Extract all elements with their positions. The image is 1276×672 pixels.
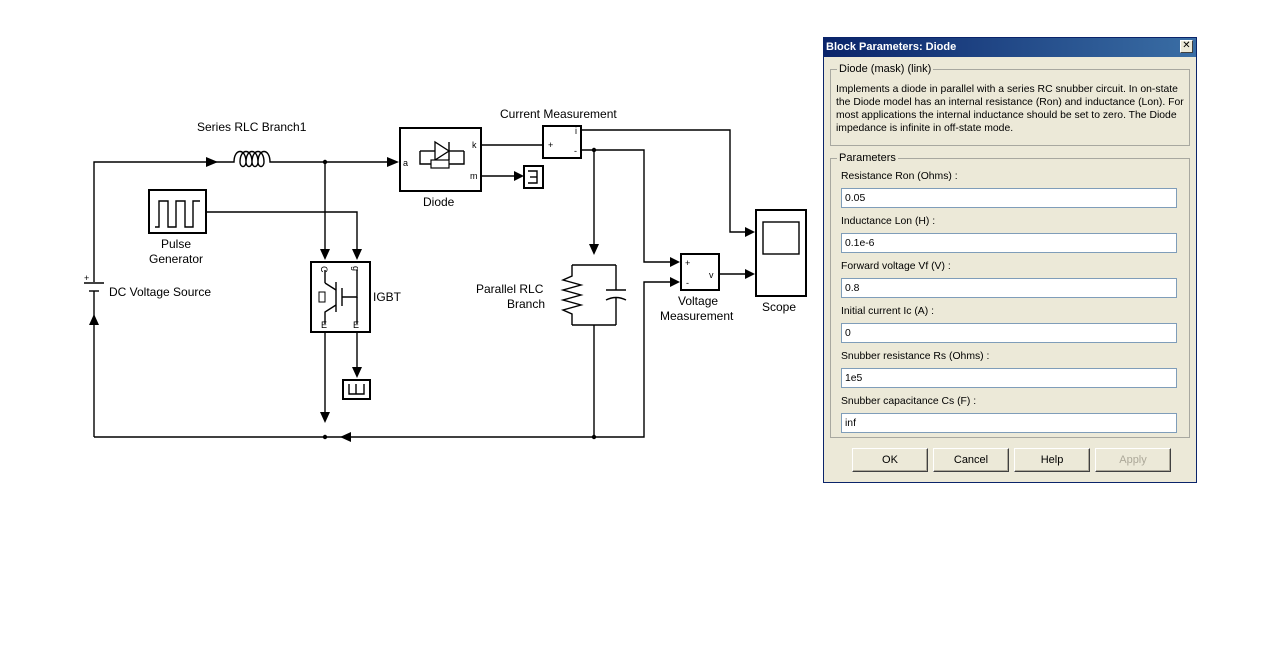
rs-input[interactable] [841, 368, 1177, 388]
diode-m-terminator[interactable] [523, 165, 544, 189]
wires [93, 129, 747, 438]
cancel-button[interactable]: Cancel [933, 448, 1009, 472]
voltage-label-line1: Voltage [678, 294, 718, 308]
cs-input[interactable] [841, 413, 1177, 433]
ok-button[interactable]: OK [852, 448, 928, 472]
current-measurement-block[interactable] [542, 125, 582, 159]
close-icon[interactable]: ✕ [1180, 40, 1193, 53]
vm-port-v: v [709, 270, 714, 280]
diode-port-a: a [403, 158, 408, 168]
wire-arrows [89, 157, 755, 442]
ron-input[interactable] [841, 188, 1177, 208]
diode-label: Diode [423, 195, 455, 209]
scope-label: Scope [762, 300, 796, 314]
cm-port-minus: - [574, 146, 577, 156]
vf-input[interactable] [841, 278, 1177, 298]
voltage-label-line2: Measurement [660, 309, 734, 323]
voltage-measurement-block[interactable] [680, 253, 720, 291]
igbt-label: IGBT [373, 290, 402, 304]
pulse-label-line1: Pulse [161, 237, 191, 251]
cm-port-i: i [575, 126, 577, 136]
dc-port-plus: + [84, 273, 89, 283]
apply-button[interactable]: Apply [1095, 448, 1171, 472]
current-measurement-label: Current Measurement [500, 107, 617, 121]
dialog-title: Block Parameters: Diode [826, 41, 957, 53]
igbt-block[interactable] [310, 261, 371, 333]
parallel-rlc-label-line2: Branch [507, 297, 545, 311]
parameters-group: Parameters Resistance Ron (Ohms) : Induc… [830, 152, 1190, 438]
vm-port-plus: + [685, 258, 690, 268]
param-label-vf: Forward voltage Vf (V) : [841, 261, 951, 272]
mask-description-text: Implements a diode in parallel with a se… [836, 84, 1184, 134]
igbt-port-e2: E [353, 320, 359, 330]
params-group-label: Parameters [839, 152, 896, 164]
igbt-port-e1: E [321, 320, 327, 330]
param-label-ic: Initial current Ic (A) : [841, 306, 934, 317]
igbt-port-c: C [319, 266, 329, 273]
diode-port-k: k [472, 140, 477, 150]
dc-voltage-source-block[interactable] [84, 282, 104, 322]
block-parameters-dialog: Block Parameters: Diode ✕ Diode (mask) (… [823, 37, 1197, 483]
diode-port-m: m [470, 171, 478, 181]
param-label-rs: Snubber resistance Rs (Ohms) : [841, 351, 990, 362]
parallel-rlc-label-line1: Parallel RLC [476, 282, 544, 296]
help-button[interactable]: Help [1014, 448, 1090, 472]
param-label-cs: Snubber capacitance Cs (F) : [841, 396, 977, 407]
series-rlc-branch-block[interactable] [228, 150, 290, 168]
vm-port-minus: - [686, 278, 689, 288]
igbt-port-g: g [351, 266, 361, 271]
mask-description-group: Diode (mask) (link) Implements a diode i… [830, 63, 1190, 146]
dialog-titlebar[interactable]: Block Parameters: Diode ✕ [824, 38, 1196, 57]
series-rlc-label: Series RLC Branch1 [197, 120, 307, 134]
junction-dots [322, 147, 597, 440]
param-label-ron: Resistance Ron (Ohms) : [841, 171, 958, 182]
mask-group-label: Diode (mask) (link) [839, 63, 932, 75]
cm-port-plus: + [548, 140, 553, 150]
param-label-lon: Inductance Lon (H) : [841, 216, 936, 227]
parallel-rlc-branch-block[interactable] [560, 264, 627, 326]
pulse-label-line2: Generator [149, 252, 203, 266]
pulse-generator-block[interactable] [148, 189, 207, 234]
lon-input[interactable] [841, 233, 1177, 253]
simulink-diagram: Series RLC Branch1 a k m Diode + i - Cur… [84, 107, 807, 442]
igbt-terminator[interactable] [342, 379, 371, 400]
ic-input[interactable] [841, 323, 1177, 343]
dc-source-label: DC Voltage Source [109, 285, 211, 299]
scope-block[interactable] [755, 209, 807, 297]
diode-block[interactable] [399, 127, 482, 192]
